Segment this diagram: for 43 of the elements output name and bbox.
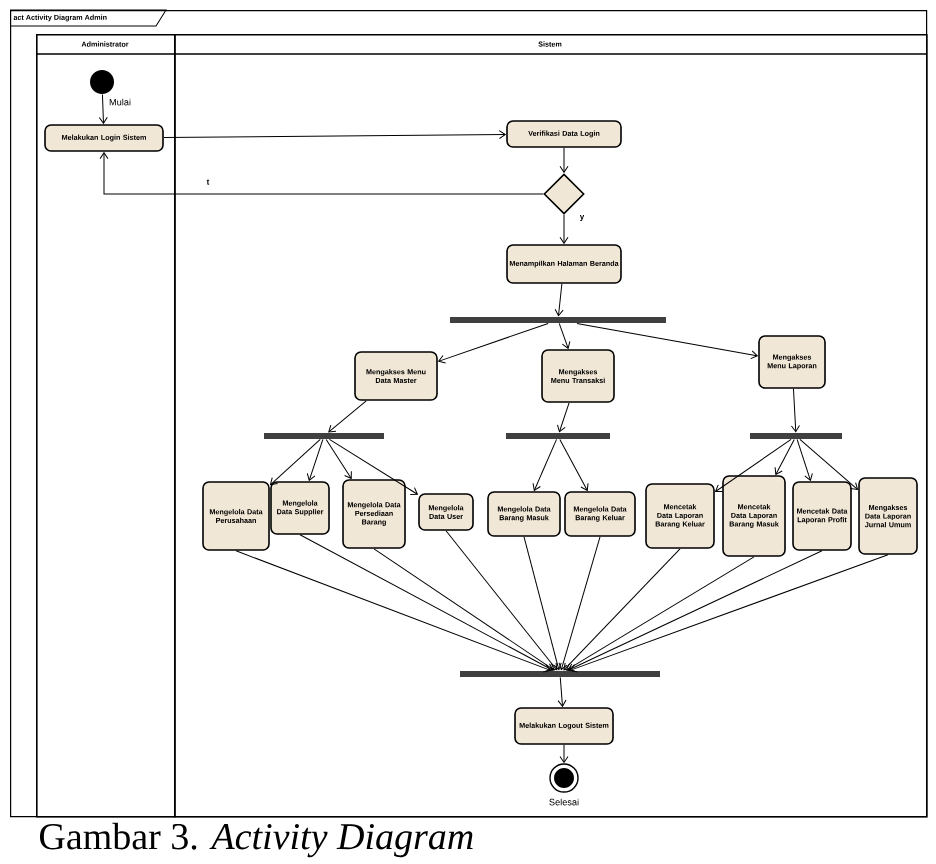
arrow: [558, 536, 601, 671]
arrow: [99, 152, 544, 195]
arrow: [559, 744, 569, 763]
arrow: [576, 322, 758, 360]
arrow: [554, 283, 564, 317]
arrow: [565, 556, 755, 671]
arrow: [325, 438, 352, 479]
arrow: [557, 402, 570, 433]
arrow: [563, 548, 681, 671]
arrow: [163, 130, 506, 140]
decision-diamond: [543, 173, 585, 215]
fork-bar: [450, 317, 666, 323]
fork-bar: [750, 433, 842, 439]
arrow: [569, 554, 889, 673]
arrow: [559, 147, 569, 173]
arrow: [98, 93, 108, 124]
arrow: [445, 530, 558, 671]
fork-bar: [506, 433, 610, 439]
arrow: [774, 438, 795, 475]
caption: Gambar 3. Activity Diagram: [36, 820, 477, 860]
arrow: [373, 548, 555, 671]
initial-node: [90, 70, 114, 94]
final-node: [549, 763, 579, 793]
fork-bar: [264, 433, 384, 439]
arrow: [799, 438, 859, 490]
arrow: [558, 322, 571, 349]
arrow: [790, 388, 800, 433]
fork-bar: [460, 671, 660, 677]
arrow: [567, 550, 823, 672]
arrow: [269, 438, 321, 486]
arrow: [438, 322, 549, 364]
arrow: [328, 438, 418, 495]
arrow: [328, 400, 367, 433]
arrow: [715, 438, 792, 492]
arrow: [299, 534, 554, 672]
arrow: [557, 676, 567, 707]
arrow: [235, 550, 551, 673]
arrow: [532, 438, 558, 491]
arrow: [523, 536, 562, 671]
arrow: [559, 438, 589, 491]
arrow: [306, 438, 324, 481]
arrow: [559, 214, 569, 244]
arrow: [796, 438, 813, 481]
